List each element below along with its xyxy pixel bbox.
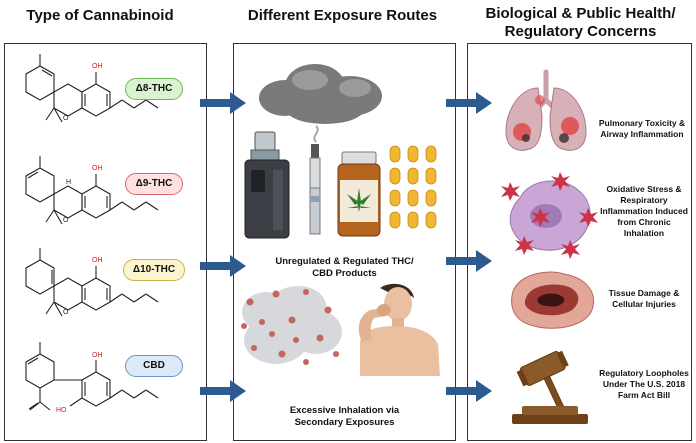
arrow-middle-to-right-1 [446,92,492,114]
smoke-cloud-icon [259,64,382,124]
header-exposure-routes: Different Exposure Routes [247,7,438,24]
delta9-h-label: H [66,179,71,186]
cbd-structure: OH HO [25,342,159,414]
concern-oxidative-line5: Inhalation [623,228,665,238]
concern-oxidative-line3: Inflammation Induced [600,206,688,216]
concern-tissue-line2: Cellular Injuries [612,299,676,309]
pill-delta8-thc: Δ8-THC [125,78,183,100]
coughing-person-icon [358,283,440,376]
header-type-of-cannabinoid: Type of Cannabinoid [26,7,174,24]
pill-delta9-thc: Δ9-THC [125,173,183,195]
particle-cloud-icon [241,286,342,365]
inhalation-text-line2: Secondary Exposures [294,417,395,428]
delta9-oh-label: OH [92,165,103,172]
arrow-middle-to-right-2 [446,250,492,272]
pill-delta10-thc: Δ10-THC [123,259,185,281]
gavel-icon [512,350,588,424]
concern-regulatory-line3: Farm Act Bill [617,390,671,400]
lungs-icon [505,69,587,151]
svg-text:O: O [63,217,69,224]
concern-pulmonary-line2: Airway Inflammation [600,129,684,139]
concern-oxidative-line4: from Chronic [617,217,671,227]
arrow-left-to-middle-2 [200,255,246,277]
delta10-oh-label: OH [92,257,103,264]
oxidative-stress-cell-icon [501,172,598,259]
pill-cbd: CBD [125,355,183,377]
delta8-oh-label: OH [92,63,103,70]
delta8-thc-structure: OH O [25,54,159,123]
concern-pulmonary-line1: Pulmonary Toxicity & [598,118,686,128]
header-concerns-line1: Biological & Public Health/ [485,5,676,22]
concern-tissue-line1: Tissue Damage & [608,288,680,298]
arrow-middle-to-right-3 [446,380,492,402]
arrow-left-to-middle-3 [200,380,246,402]
cbd-oh-label: OH [92,352,103,359]
inhalation-text-line1: Excessive Inhalation via [289,405,400,416]
concern-regulatory-line2: Under The U.S. 2018 [602,379,686,389]
tissue-damage-icon [511,271,594,329]
cbd-ho-label: HO [56,407,67,414]
header-concerns-line2: Regulatory Concerns [504,23,657,40]
products-text-line2: CBD Products [312,268,377,279]
capsules-icon [389,145,437,229]
concern-oxidative-line1: Oxidative Stress & [606,184,682,194]
delta10-thc-structure: OH O [25,248,159,317]
vape-mod-icon [244,131,290,239]
e-cigarette-icon [309,125,321,235]
arrow-left-to-middle-1 [200,92,246,114]
cannabis-bottle-icon [337,151,381,237]
products-text-line1: Unregulated & Regulated THC/ [275,256,414,267]
concern-oxidative-line2: Respiratory [620,195,668,205]
delta9-thc-structure: OH H O [25,156,159,225]
concern-regulatory-line1: Regulatory Loopholes [599,368,689,378]
svg-text:O: O [63,115,69,122]
svg-text:O: O [63,309,69,316]
